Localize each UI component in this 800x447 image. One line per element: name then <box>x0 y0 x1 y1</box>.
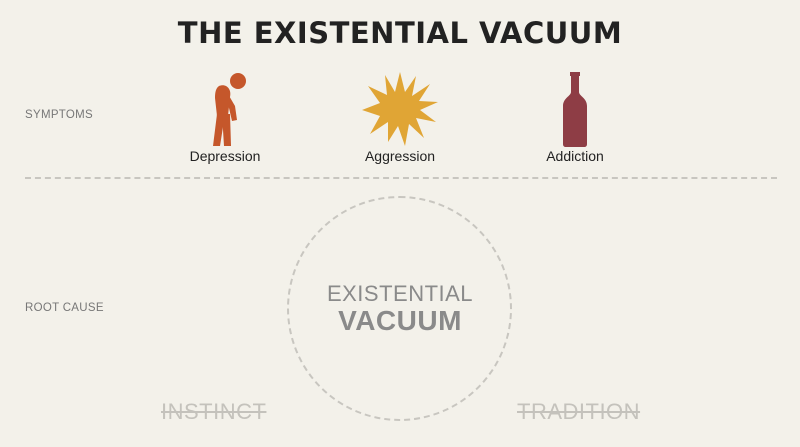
root-cause-row-label: ROOT CAUSE <box>25 302 104 314</box>
stooped-person-icon <box>213 73 246 146</box>
struck-instinct: INSTINCT <box>161 399 267 424</box>
symptom-aggression: Aggression <box>335 70 465 164</box>
symptoms-row-label: SYMPTOMS <box>25 109 94 121</box>
section-divider <box>25 177 777 179</box>
symptom-depression: Depression <box>160 70 290 164</box>
symptom-addiction: Addiction <box>510 70 640 164</box>
vacuum-circle <box>287 196 512 421</box>
page-title: THE EXISTENTIAL VACUUM <box>177 16 623 50</box>
symptom-label-depression: Depression <box>189 148 261 164</box>
root-cause-text-line2: VACUUM <box>338 305 462 336</box>
symptom-label-aggression: Aggression <box>364 148 436 164</box>
root-cause-text-line1: EXISTENTIAL <box>326 281 474 306</box>
struck-tradition: TRADITION <box>517 399 641 424</box>
bottle-icon <box>563 72 587 147</box>
symptom-label-addiction: Addiction <box>546 148 604 164</box>
starburst-icon <box>362 72 438 146</box>
